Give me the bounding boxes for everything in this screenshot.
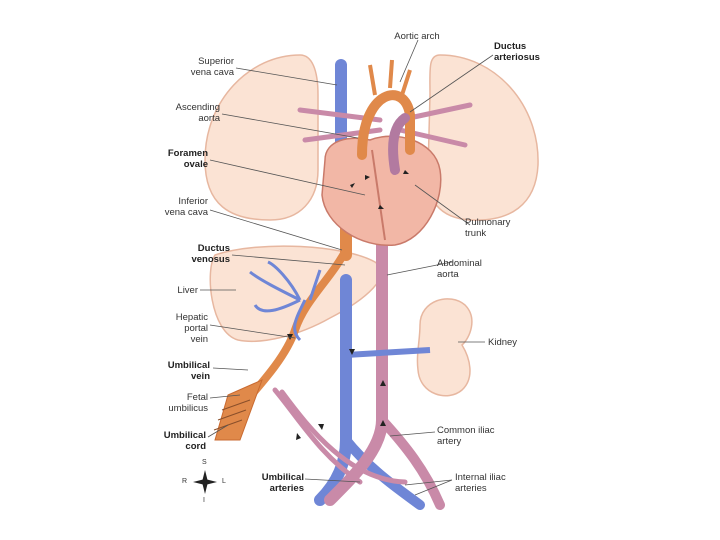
- right-lung: [204, 54, 319, 221]
- label-hepatic-portal-vein: Hepatic portal vein: [175, 312, 208, 345]
- label-liver: Liver: [177, 285, 198, 296]
- umbilical-artery-vessel: [272, 387, 363, 485]
- label-fetal-umbilicus: Fetal umbilicus: [168, 392, 208, 414]
- label-foramen-ovale: Foramen ovale: [167, 148, 208, 170]
- left-lung: [426, 54, 539, 221]
- label-pulmonary-trunk: Pulmonary trunk: [465, 217, 511, 239]
- compass-superior: S: [202, 459, 207, 466]
- pulmonary-trunk-vessel: [388, 113, 410, 175]
- hepatic-vessels: [249, 260, 322, 342]
- label-aortic-arch: Aortic arch: [394, 31, 440, 42]
- common-iliac-artery-vessel: [377, 415, 445, 510]
- label-common-iliac-artery: Common iliac artery: [437, 425, 495, 447]
- compass-right: R: [182, 478, 188, 485]
- aortic-arch-vessel: [357, 90, 415, 160]
- label-ascending-aorta: Ascending aorta: [175, 102, 220, 124]
- aortic-branches: [368, 59, 412, 96]
- kidney: [416, 298, 473, 397]
- label-abdominal-aorta: Abdominal aorta: [437, 258, 482, 280]
- label-umbilical-arteries: Umbilical arteries: [261, 472, 304, 494]
- umbilical-artery-vessel-2: [279, 389, 408, 485]
- label-umbilical-vein: Umbilical vein: [167, 360, 210, 382]
- leader-lines: [200, 39, 494, 496]
- label-inferior-vena-cava: Inferior vena cava: [164, 196, 208, 218]
- label-superior-vena-cava: Superior vena cava: [190, 56, 234, 78]
- heart-septum: [371, 149, 386, 241]
- label-ductus-venosus: Ductus venosus: [191, 243, 230, 265]
- label-umbilical-cord: Umbilical cord: [163, 430, 206, 452]
- label-ductus-arteriosus: Ductus arteriosus: [494, 41, 540, 63]
- label-kidney: Kidney: [488, 337, 518, 348]
- compass-left: L: [222, 478, 226, 485]
- compass-inferior: I: [203, 497, 205, 504]
- renal-vessels: [345, 347, 431, 358]
- label-internal-iliac-arteries: Internal iliac arteries: [455, 472, 506, 494]
- orientation-compass: [193, 470, 217, 494]
